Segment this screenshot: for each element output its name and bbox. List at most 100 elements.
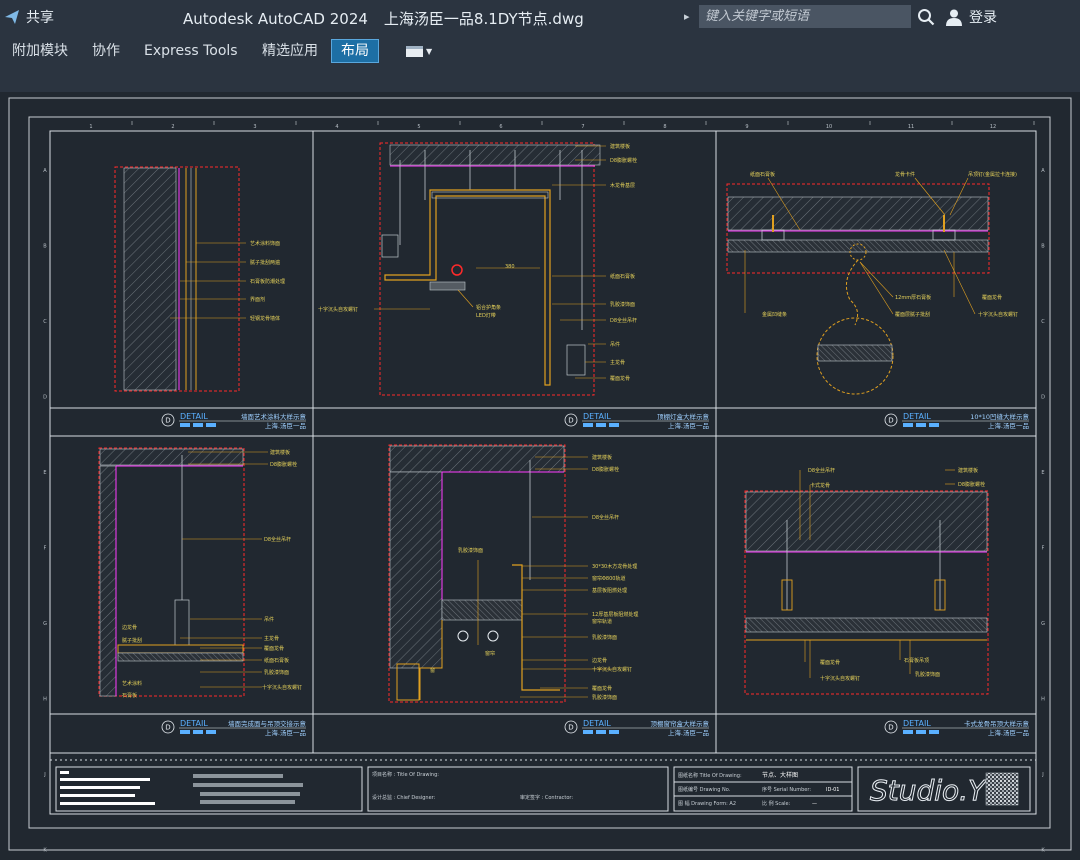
svg-text:石膏板: 石膏板 — [122, 692, 137, 699]
detail-marker — [564, 720, 578, 734]
detail-marker — [161, 413, 175, 427]
detail-marker-letter: D — [165, 724, 170, 732]
search-icon[interactable] — [917, 8, 935, 26]
svg-text:乳胶漆饰面: 乳胶漆饰面 — [592, 634, 617, 641]
row-letter-left: F — [44, 546, 47, 552]
row-letter-left: C — [43, 319, 47, 325]
tab-addins[interactable]: 附加模块 — [12, 43, 68, 59]
column-number: 2 — [171, 124, 174, 130]
tab-collaborate[interactable]: 协作 — [92, 43, 120, 59]
share-button[interactable]: 共享 — [4, 7, 54, 27]
svg-text:边龙骨: 边龙骨 — [122, 624, 137, 631]
svg-text:D8全丝吊杆: D8全丝吊杆 — [264, 536, 291, 543]
scale-bar — [596, 730, 606, 734]
svg-text:乳胶漆饰面: 乳胶漆饰面 — [610, 301, 635, 308]
svg-text:建筑楼板: 建筑楼板 — [958, 467, 978, 474]
scale-bar — [903, 423, 913, 427]
svg-text:主龙骨: 主龙骨 — [264, 635, 279, 642]
svg-text:艺术涂料: 艺术涂料 — [122, 680, 142, 687]
column-number: 1 — [89, 124, 92, 130]
svg-text:覆面龙骨: 覆面龙骨 — [592, 685, 612, 692]
row-letter-left: D — [43, 395, 47, 401]
detail-title-text: 顶棚灯盒大样示意 — [657, 412, 710, 421]
detail-label: DETAIL — [180, 412, 208, 421]
row-letter-right: E — [1041, 470, 1044, 476]
detail-marker-letter: D — [165, 417, 170, 425]
row-letter-left: B — [43, 244, 47, 250]
column-number: 4 — [335, 124, 338, 130]
svg-text:腻子批刮两遍: 腻子批刮两遍 — [250, 259, 280, 266]
detail-label: DETAIL — [583, 412, 611, 421]
svg-text:铝合护角条: 铝合护角条 — [476, 304, 501, 311]
detail-subtitle-text: 上海.汤臣一品 — [668, 728, 709, 737]
svg-text:轻钢龙骨墙体: 轻钢龙骨墙体 — [250, 315, 280, 322]
svg-text:吊件: 吊件 — [610, 341, 620, 348]
tab-layout[interactable]: 布局 — [331, 39, 379, 63]
detail-subtitle-text: 上海.汤臣一品 — [668, 421, 709, 430]
qr-code-icon — [985, 772, 1019, 806]
app-name: Autodesk AutoCAD 2024 — [183, 10, 368, 28]
svg-text:十字沉头自攻螺钉: 十字沉头自攻螺钉 — [592, 666, 632, 673]
row-letter-left: A — [43, 168, 47, 174]
svg-text:12mm厚石膏板: 12mm厚石膏板 — [895, 294, 931, 301]
detail-label: DETAIL — [903, 719, 931, 728]
tab-featured-apps[interactable]: 精选应用 — [262, 43, 318, 59]
svg-text:D8全丝吊杆: D8全丝吊杆 — [610, 317, 637, 324]
format-label: 图 幅 Drawing Form: A2 — [678, 800, 736, 807]
svg-text:乳胶漆饰面: 乳胶漆饰面 — [458, 547, 483, 554]
login-button[interactable]: 登录 — [945, 7, 997, 27]
detail-subtitle-text: 上海.汤臣一品 — [265, 421, 306, 430]
svg-text:金属凹缝条: 金属凹缝条 — [762, 311, 787, 318]
detail-subtitle-text: 上海.汤臣一品 — [265, 728, 306, 737]
panel-icon — [406, 46, 423, 57]
scale-bar — [583, 423, 593, 427]
svg-text:乳胶漆饰面: 乳胶漆饰面 — [264, 669, 289, 676]
scale-bar — [903, 730, 913, 734]
title-of-drawing-label: 图纸名称 Title Of Drawing: — [678, 772, 742, 779]
sheet-border-inner — [49, 130, 1037, 815]
row-letter-left: G — [43, 621, 47, 627]
svg-text:乳胶漆饰面: 乳胶漆饰面 — [915, 671, 940, 678]
scale-bar — [206, 730, 216, 734]
ribbon-tabs: 附加模块 协作 Express Tools 精选应用 布局 ▼ — [0, 34, 1080, 94]
tab-express-tools[interactable]: Express Tools — [144, 43, 238, 59]
column-number: 12 — [990, 124, 996, 130]
search-expand-icon[interactable]: ▸ — [684, 10, 690, 23]
row-letter-left: K — [43, 848, 47, 854]
scale-bar — [916, 423, 926, 427]
search-input[interactable] — [699, 5, 911, 28]
svg-text:覆面层腻子批刮: 覆面层腻子批刮 — [895, 311, 930, 318]
row-letter-right: C — [1041, 319, 1045, 325]
detail-marker — [884, 413, 898, 427]
svg-text:乳胶漆饰面: 乳胶漆饰面 — [592, 694, 617, 701]
row-letter-left: E — [43, 470, 46, 476]
scale-bar — [916, 730, 926, 734]
serial-value: ID-01 — [826, 787, 840, 793]
svg-text:建筑楼板: 建筑楼板 — [270, 449, 290, 456]
detail-title-text: 卡式龙骨吊顶大样示意 — [964, 719, 1030, 728]
scale-bar — [583, 730, 593, 734]
svg-text:吊件: 吊件 — [264, 616, 274, 623]
scale-bar — [596, 423, 606, 427]
user-icon — [946, 9, 962, 26]
column-number: 11 — [908, 124, 914, 130]
svg-text:建筑楼板: 建筑楼板 — [592, 454, 612, 461]
detail-label: DETAIL — [583, 719, 611, 728]
title-of-drawing-value: 节点、大样图 — [762, 771, 798, 779]
svg-text:主龙骨: 主龙骨 — [610, 359, 625, 366]
workspace-dropdown[interactable]: ▼ — [406, 46, 432, 57]
row-letter-left: J — [43, 772, 45, 778]
svg-text:D8膨胀螺栓: D8膨胀螺栓 — [270, 461, 297, 468]
